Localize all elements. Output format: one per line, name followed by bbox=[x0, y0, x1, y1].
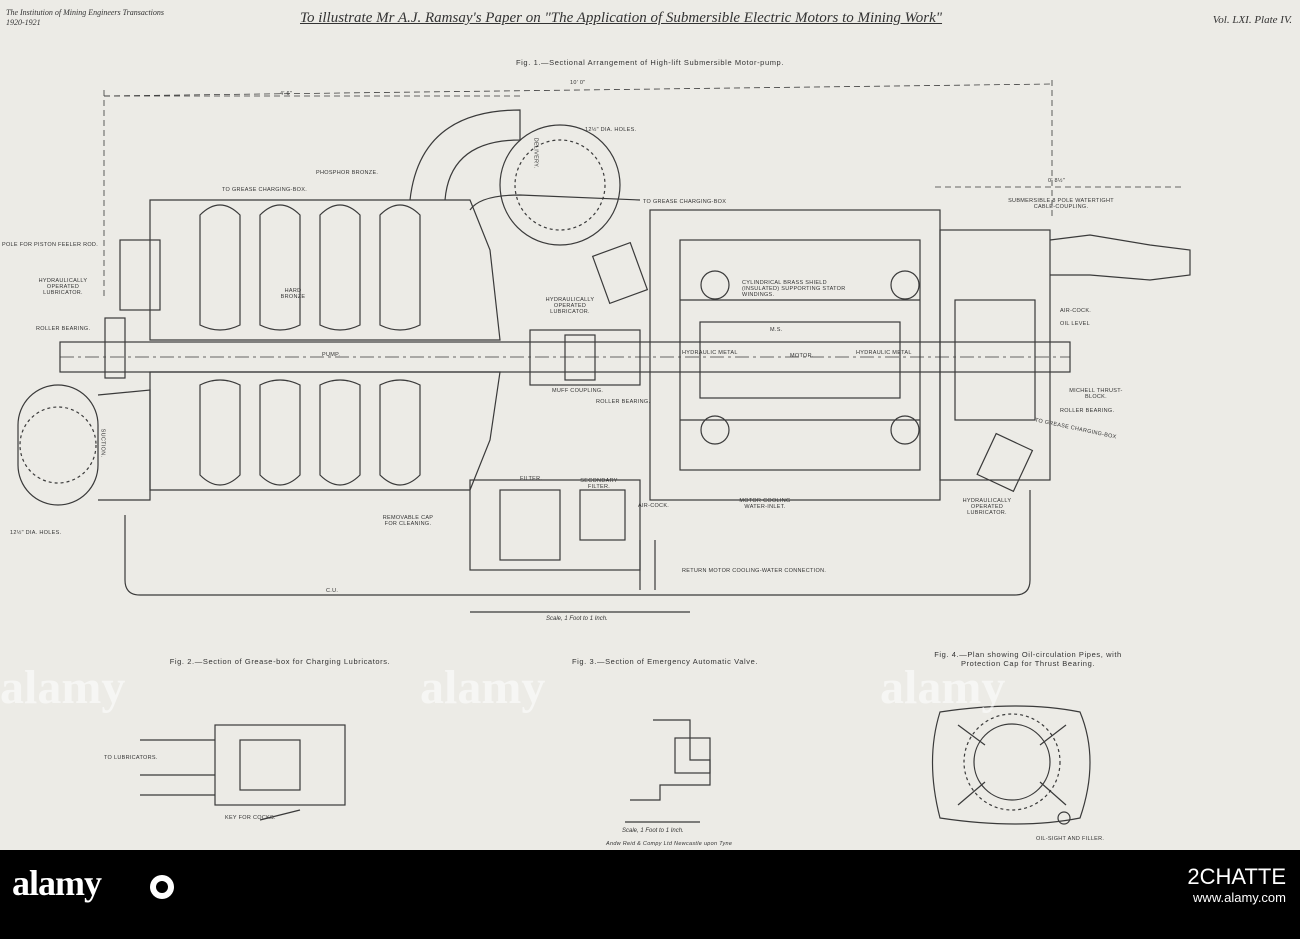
label-air-cock-r: AIR-COCK. bbox=[1060, 308, 1092, 314]
label-hyd-lub-right: HYDRAULICALLY OPERATED LUBRICATOR. bbox=[962, 498, 1012, 516]
label-cyl-shield: CYLINDRICAL BRASS SHIELD (INSULATED) SUP… bbox=[742, 280, 846, 298]
label-hyd-lub-left: HYDRAULICALLY OPERATED LUBRICATOR. bbox=[38, 278, 88, 296]
stock-footer: alamy 2CHATTE www.alamy.com bbox=[0, 850, 1300, 939]
label-hyd-metal-1: HYDRAULIC METAL bbox=[682, 350, 738, 356]
pump-casing bbox=[104, 199, 501, 491]
fig3-scale: Scale, 1 Foot to 1 Inch. bbox=[622, 828, 684, 834]
thrust-bearing bbox=[939, 229, 1191, 493]
plate-number: Vol. LXI. Plate IV. bbox=[1212, 14, 1292, 26]
plate-title: To illustrate Mr A.J. Ramsay's Paper on … bbox=[300, 10, 943, 26]
image-reference: 2CHATTE www.alamy.com bbox=[1187, 864, 1286, 906]
label-roller-mid: ROLLER BEARING. bbox=[596, 399, 651, 405]
watermark: alamy bbox=[0, 661, 126, 714]
label-return-conn: RETURN MOTOR COOLING-WATER CONNECTION. bbox=[682, 568, 827, 574]
coupling bbox=[529, 241, 649, 386]
label-hyd-lub-mid: HYDRAULICALLY OPERATED LUBRICATOR. bbox=[545, 297, 595, 315]
label-delivery: DELIVERY. bbox=[532, 137, 539, 169]
dimension-lines bbox=[103, 80, 1185, 300]
label-suction: SUCTION. bbox=[99, 428, 106, 458]
image-id: 2CHATTE bbox=[1187, 864, 1286, 889]
watermark: alamy bbox=[420, 661, 546, 714]
dim-overall: 10' 0" bbox=[570, 80, 586, 86]
institution-header: The Institution of Mining Engineers Tran… bbox=[6, 8, 165, 27]
label-sec-filter: SECONDARY FILTER. bbox=[580, 478, 618, 490]
label-cable: SUBMERSIBLE 8 POLE WATERTIGHT CABLE-COUP… bbox=[1008, 198, 1114, 210]
engineering-drawing bbox=[17, 80, 1191, 825]
brand-mark-icon bbox=[150, 875, 174, 899]
fig1-caption: Fig. 1.—Sectional Arrangement of High-li… bbox=[515, 58, 785, 67]
drawing-sheet: The Institution of Mining Engineers Tran… bbox=[0, 0, 1300, 850]
site-url: www.alamy.com bbox=[1193, 890, 1286, 905]
brand-logo: alamy bbox=[12, 863, 102, 903]
fig2-caption: Fig. 2.—Section of Grease-box for Chargi… bbox=[169, 657, 391, 666]
fig2-grease-box bbox=[140, 724, 346, 821]
filter-unit bbox=[469, 479, 641, 571]
label-muff: MUFF COUPLING. bbox=[552, 388, 604, 394]
label-phosphor: PHOSPHOR BRONZE. bbox=[316, 170, 379, 176]
label-hyd-metal-2: HYDRAULIC METAL bbox=[856, 350, 912, 356]
watermark: alamy bbox=[880, 661, 1006, 714]
suction-flange bbox=[17, 384, 151, 506]
label-holes-left: 12½" DIA. HOLES. bbox=[10, 530, 62, 536]
label-oil-level: OIL LEVEL bbox=[1060, 321, 1091, 327]
label-removable-cap: REMOVABLE CAP FOR CLEANING. bbox=[382, 515, 434, 527]
label-oil-sight: OIL-SIGHT AND FILLER. bbox=[1036, 836, 1105, 842]
label-grease-box-2: TO GREASE CHARGING-BOX bbox=[643, 199, 727, 205]
label-michell: MICHELL THRUST-BLOCK. bbox=[1069, 388, 1123, 400]
delivery-bend bbox=[409, 109, 641, 246]
label-to-lubricators: TO LUBRICATORS. bbox=[104, 755, 158, 761]
fig1-scale: Scale, 1 Foot to 1 Inch. bbox=[546, 616, 608, 622]
dim-right: 0' 8½" bbox=[1048, 178, 1066, 184]
fig4-plan bbox=[931, 705, 1091, 825]
label-holes-top: 12½" DIA. HOLES. bbox=[585, 127, 637, 133]
fig3-caption: Fig. 3.—Section of Emergency Automatic V… bbox=[571, 657, 759, 666]
label-motor: MOTOR. bbox=[790, 353, 814, 359]
label-filter: FILTER. bbox=[520, 476, 543, 482]
printer-credit: Andw Reid & Compy Ltd Newcastle upon Tyn… bbox=[606, 841, 733, 847]
label-hard-bronze: HARD BRONZE bbox=[280, 288, 306, 300]
label-pump: PUMP. bbox=[322, 352, 341, 358]
label-roller-left: ROLLER BEARING. bbox=[36, 326, 91, 332]
fig3-valve bbox=[630, 719, 711, 801]
label-grease-box: TO GREASE CHARGING-BOX. bbox=[222, 187, 308, 193]
return-pipe bbox=[124, 490, 1031, 596]
dim-left: 4' 6" bbox=[280, 91, 293, 97]
label-ms: M.S. bbox=[770, 327, 783, 333]
label-cu: C.U. bbox=[326, 588, 339, 594]
label-pole: POLE FOR PISTON FEELER ROD. bbox=[2, 242, 99, 248]
fig4-caption: Fig. 4.—Plan showing Oil-circulation Pip… bbox=[934, 650, 1122, 668]
label-roller-right: ROLLER BEARING. bbox=[1060, 408, 1115, 414]
label-key-cocks: KEY FOR COCKS. bbox=[225, 815, 276, 821]
label-air-cock: AIR-COCK. bbox=[638, 503, 670, 509]
label-cooling-inlet: MOTOR COOLING WATER-INLET. bbox=[739, 498, 791, 510]
